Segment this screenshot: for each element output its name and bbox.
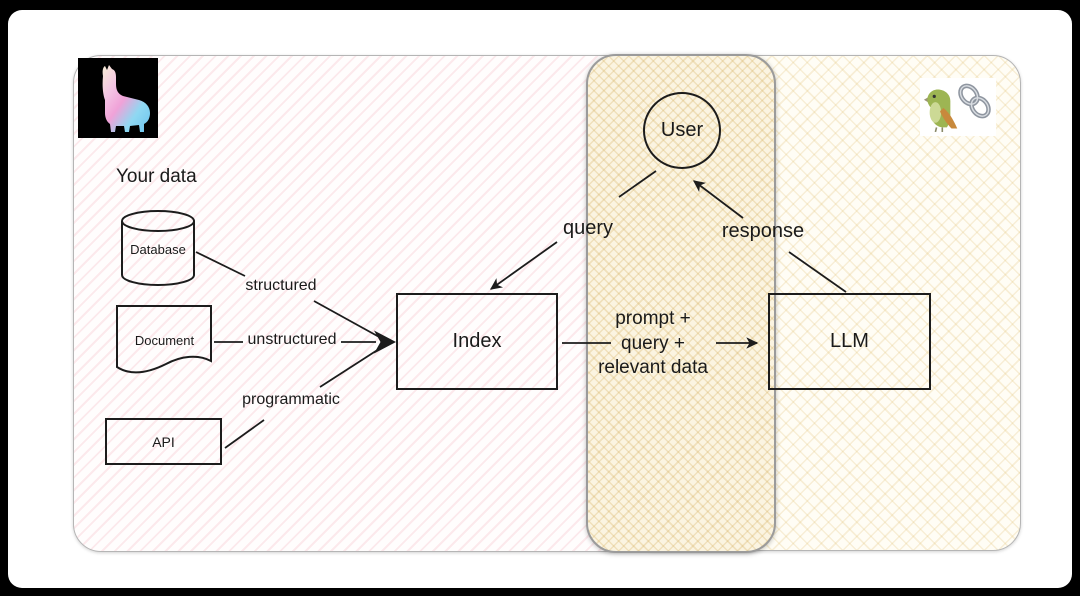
edge-label-programmatic: programmatic (242, 391, 340, 408)
section-label-your-data: Your data (116, 166, 197, 187)
database-cylinder (121, 210, 195, 286)
api-node: API (105, 418, 222, 465)
edge-label-structured: structured (245, 277, 317, 294)
llm-node: LLM (768, 293, 931, 390)
chain-icon (958, 83, 991, 119)
document-label: Document (134, 333, 195, 348)
index-node: Index (396, 293, 558, 390)
llama-icon (102, 65, 150, 132)
api-label: API (152, 433, 175, 450)
index-label: Index (452, 330, 502, 352)
prompt-line-2: query + (621, 332, 685, 354)
langchain-logo (920, 78, 996, 136)
llm-label: LLM (830, 330, 869, 352)
llamaindex-logo (78, 58, 158, 138)
user-label: User (660, 119, 704, 141)
prompt-line-1: prompt + (615, 308, 691, 329)
database-label: Database (130, 242, 186, 257)
edge-label-unstructured: unstructured (247, 331, 337, 348)
document-shape (116, 305, 212, 374)
edge-label-response: response (721, 220, 805, 242)
parrot-icon (923, 89, 958, 132)
prompt-line-3: relevant data (598, 357, 708, 378)
edge-label-query: query (562, 217, 614, 239)
edge-label-prompt: prompt + query + relevant data (581, 307, 725, 381)
user-node: User (643, 92, 721, 169)
